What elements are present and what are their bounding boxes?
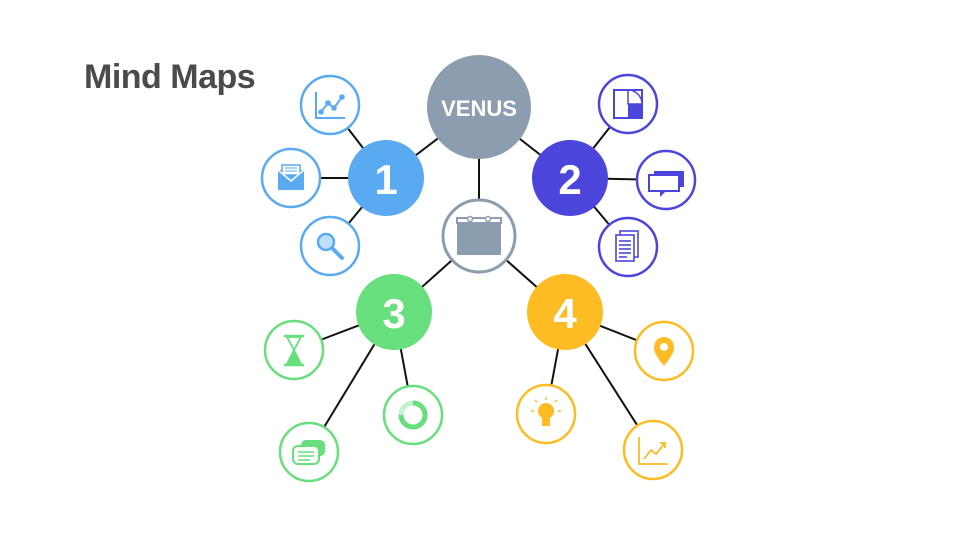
location-pin-icon <box>654 337 674 366</box>
magnifier-icon <box>316 232 344 260</box>
venus-center-node: VENUS <box>427 55 531 159</box>
branch-node-1: 1 <box>348 140 424 216</box>
leaf-1-line-chart <box>299 74 361 136</box>
branch-number-1: 1 <box>374 156 397 203</box>
branch-number-2: 2 <box>558 156 581 203</box>
leaf-3-donut-chart <box>382 384 444 446</box>
line-chart-icon <box>315 92 345 119</box>
leaf-2-pie-chart <box>597 73 659 135</box>
branch-node-2: 2 <box>532 140 608 216</box>
leaf-3-hourglass <box>263 319 325 381</box>
trend-chart-icon <box>638 437 668 465</box>
chat-bubbles-icon <box>292 440 325 465</box>
branch-node-4: 4 <box>527 274 603 350</box>
lightbulb-icon <box>531 397 561 426</box>
leaf-1-envelope <box>260 147 322 209</box>
venus-circle <box>427 55 531 159</box>
hub-node <box>441 198 517 274</box>
speech-bubble-icon <box>648 171 684 197</box>
documents-icon <box>615 230 639 262</box>
envelope-icon <box>277 164 305 190</box>
hourglass-icon <box>284 334 304 367</box>
leaf-4-trend-chart <box>622 419 684 481</box>
leaf-2-speech-bubble <box>635 149 697 211</box>
branch-number-3: 3 <box>382 290 405 337</box>
donut-chart-icon <box>398 400 428 430</box>
branch-number-4: 4 <box>553 290 577 337</box>
branch-node-3: 3 <box>356 274 432 350</box>
leaf-4-lightbulb <box>515 383 577 445</box>
pie-chart-icon <box>613 89 643 119</box>
leaf-3-chat-bubbles <box>278 421 340 483</box>
leaf-4-location-pin <box>633 320 695 382</box>
calendar-icon <box>456 215 502 255</box>
leaf-1-magnifier <box>299 215 361 277</box>
slide-title: Mind Maps <box>84 58 256 96</box>
venus-label: VENUS <box>441 96 517 121</box>
leaf-2-documents <box>597 216 659 278</box>
